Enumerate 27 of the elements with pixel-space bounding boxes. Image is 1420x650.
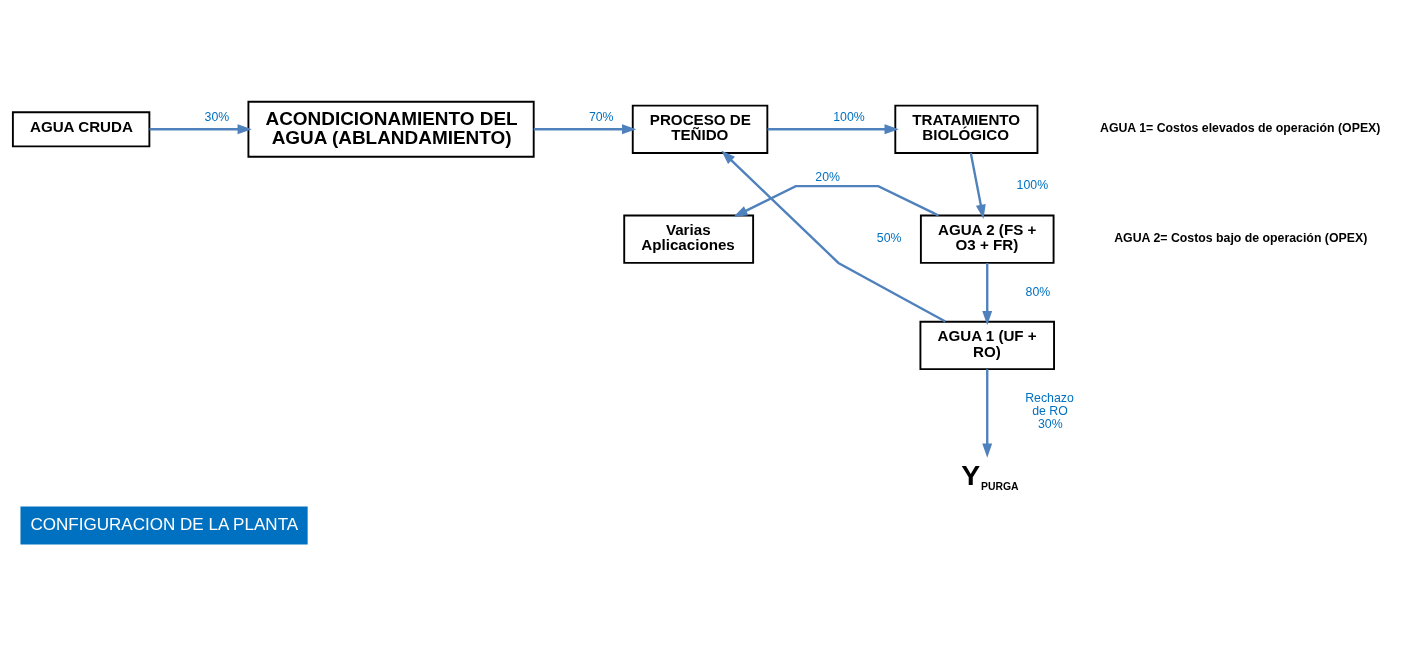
node-box: AGUA CRUDA — [11, 111, 151, 148]
edge-label: 30% — [204, 110, 230, 125]
arrow — [982, 263, 993, 326]
arrow — [969, 152, 986, 219]
edge-label: 50% — [876, 231, 902, 246]
arrow — [733, 184, 939, 218]
edge-label: Rechazo de RO 30% — [1025, 390, 1074, 432]
arrow — [533, 124, 637, 135]
node-box: AGUA 2 (FS + O3 + FR) — [919, 214, 1055, 264]
edge-label: 70% — [588, 110, 614, 125]
arrow — [767, 124, 899, 135]
label: AGUA 2= Costos bajo de operación (OPEX) — [1114, 230, 1368, 245]
node-box: Varias Aplicaciones — [623, 214, 755, 264]
caption: CONFIGURACION DE LA PLANTA — [30, 514, 299, 534]
node-box: PROCESO DE TEÑIDO — [631, 104, 769, 154]
node-box: ACONDICIONAMIENTO DEL AGUA (ABLANDAMIENTO) — [247, 100, 535, 158]
arrow — [721, 150, 946, 323]
edge-label: 20% — [815, 169, 840, 184]
node-text: Y$_{PURGA}$ — [961, 458, 1019, 493]
arrow — [149, 124, 252, 135]
edge-label: 80% — [1025, 284, 1051, 299]
edge-label: 100% — [1016, 178, 1049, 193]
node-box: TRATAMIENTO BIOLÓGICO — [894, 104, 1039, 154]
arrow — [982, 369, 993, 458]
edge-label: 100% — [833, 110, 865, 125]
node-box: AGUA 1 (UF + RO) — [919, 320, 1055, 370]
label: AGUA 1= Costos elevados de operación (OPEX) — [1100, 120, 1381, 135]
